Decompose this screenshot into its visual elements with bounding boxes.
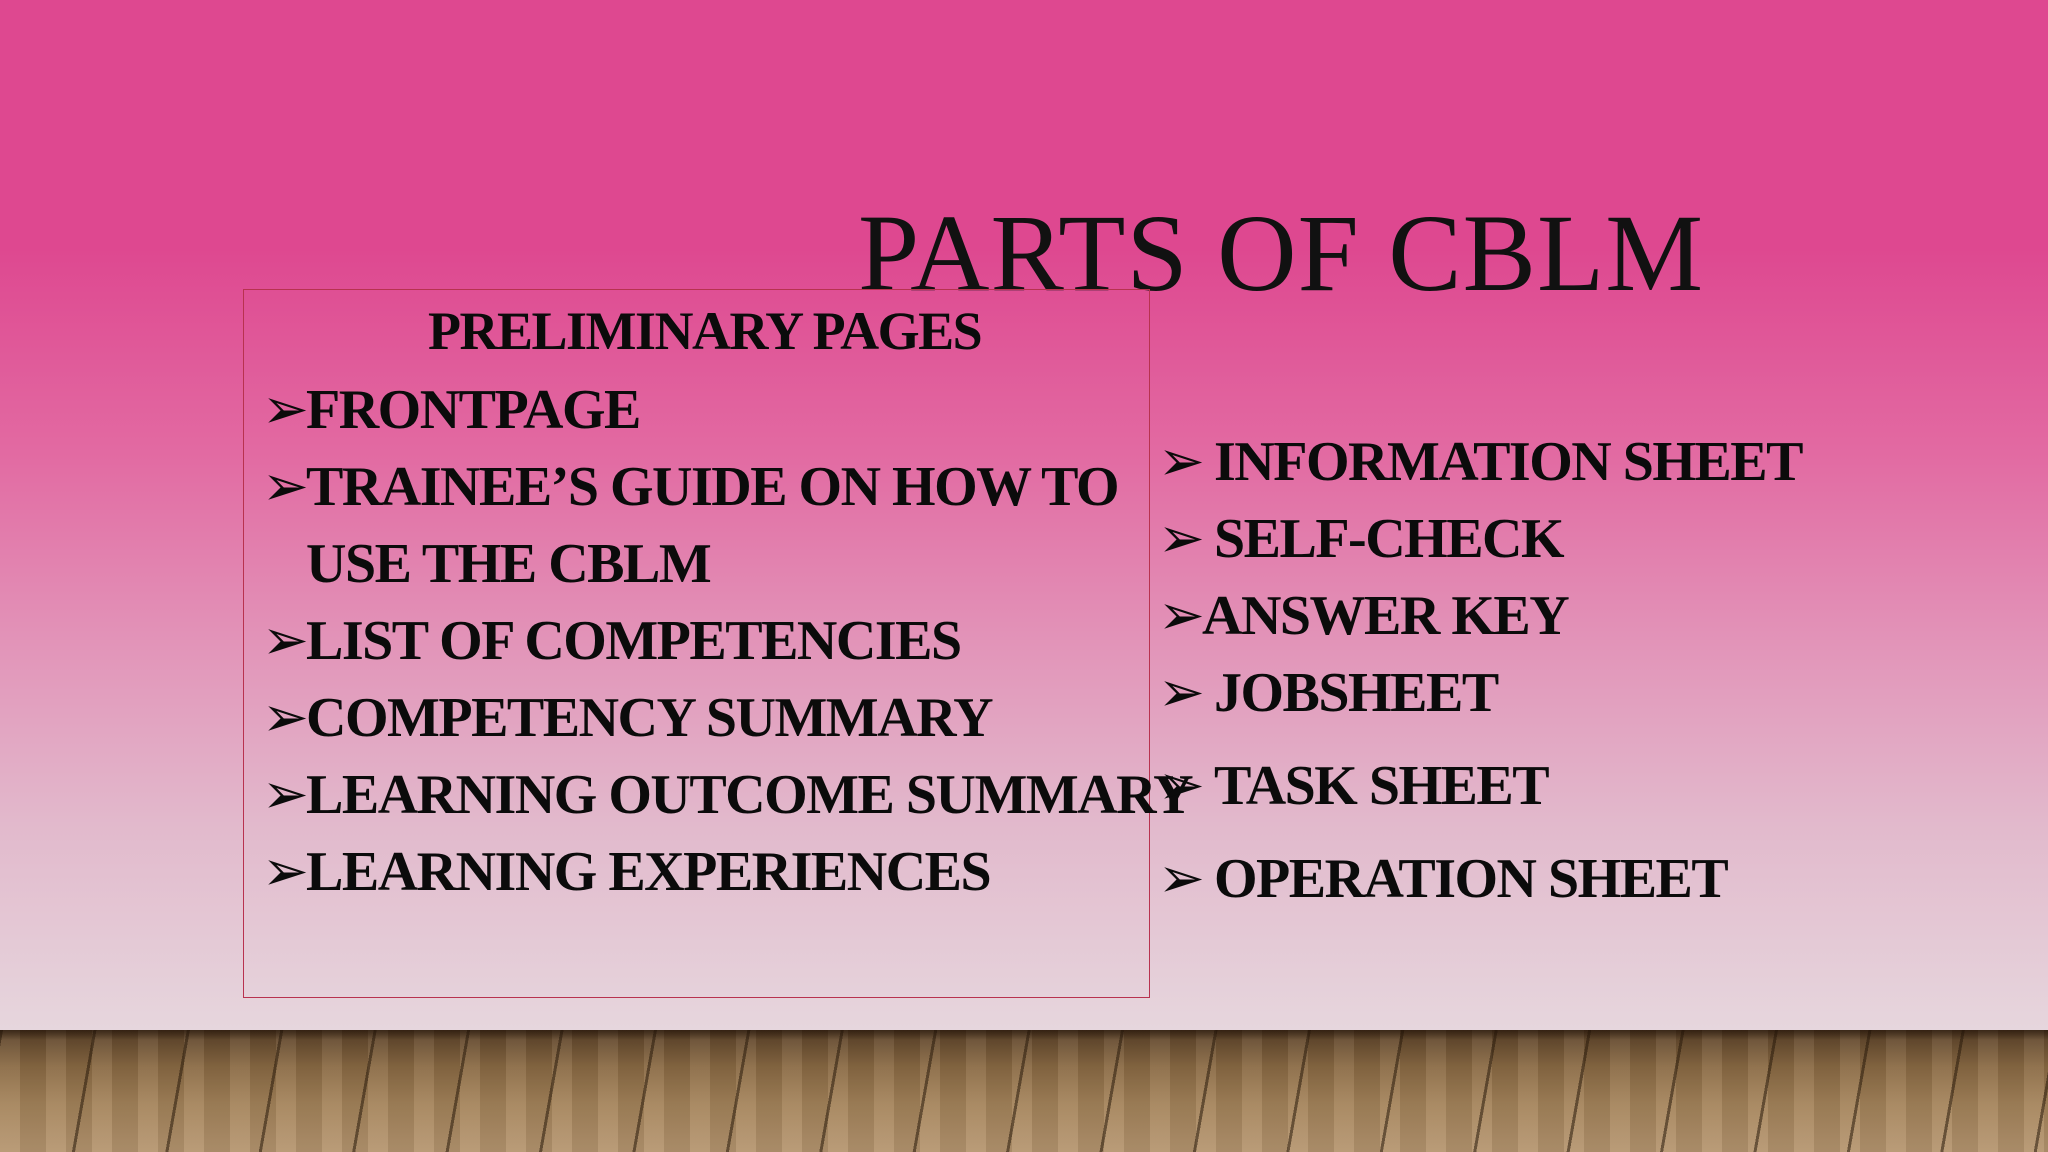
list-item-learning-outcome-summary: ➢LEARNING OUTCOME SUMMARY (262, 764, 1194, 826)
bullet-arrow-icon: ➢ (262, 764, 309, 826)
list-item-task-sheet: ➢TASK SHEET (1158, 755, 1550, 817)
list-item-information-sheet: ➢INFORMATION SHEET (1158, 431, 1803, 493)
wooden-floor-background (0, 1030, 2048, 1152)
bullet-arrow-icon: ➢ (262, 379, 309, 441)
preliminary-pages-heading: PRELIMINARY PAGES (428, 301, 983, 361)
list-item-trainees-guide: ➢TRAINEE’S GUIDE ON HOW TO (262, 456, 1120, 518)
bullet-arrow-icon: ➢ (1158, 585, 1205, 647)
bullet-arrow-icon: ➢ (262, 610, 309, 672)
list-item-operation-sheet: ➢OPERATION SHEET (1158, 848, 1729, 910)
bullet-arrow-icon: ➢ (1158, 508, 1205, 570)
bullet-arrow-icon: ➢ (1158, 755, 1205, 817)
preliminary-pages-box (243, 289, 1150, 998)
list-item-trainees-guide-continued: USE THE CBLM (306, 533, 712, 595)
bullet-arrow-icon: ➢ (1158, 662, 1205, 724)
bullet-arrow-icon: ➢ (262, 456, 309, 518)
floor-shadow (0, 1030, 2048, 1040)
list-item-frontpage: ➢FRONTPAGE (262, 379, 641, 441)
bullet-arrow-icon: ➢ (262, 687, 309, 749)
list-item-list-of-competencies: ➢LIST OF COMPETENCIES (262, 610, 962, 672)
bullet-arrow-icon: ➢ (262, 841, 309, 903)
bullet-arrow-icon: ➢ (1158, 431, 1205, 493)
bullet-arrow-icon: ➢ (1158, 848, 1205, 910)
list-item-competency-summary: ➢COMPETENCY SUMMARY (262, 687, 994, 749)
list-item-learning-experiences: ➢LEARNING EXPERIENCES (262, 841, 992, 903)
list-item-self-check: ➢SELF-CHECK (1158, 508, 1565, 570)
pink-wall-background (0, 0, 2048, 1030)
list-item-answer-key: ➢ANSWER KEY (1158, 585, 1570, 647)
list-item-jobsheet: ➢JOBSHEET (1158, 662, 1499, 724)
